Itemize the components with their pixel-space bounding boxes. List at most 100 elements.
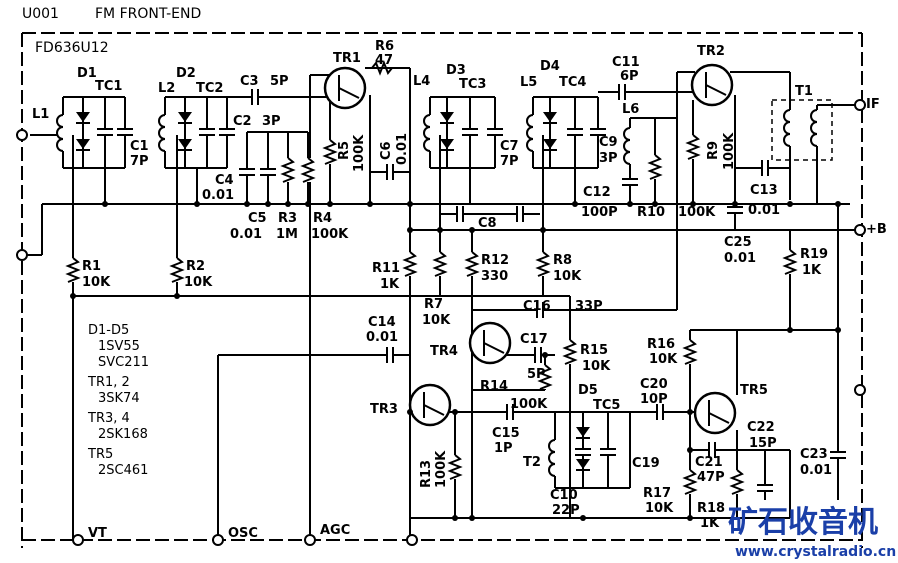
l4-coil-symbol-gap xyxy=(424,115,434,151)
terminal xyxy=(854,99,866,111)
r2-resistor-symbol xyxy=(169,257,185,283)
junction-dot xyxy=(540,227,546,233)
label-tc1: TC1 xyxy=(95,79,122,94)
junction-dot xyxy=(687,447,693,453)
tr1-symbol-lead xyxy=(338,87,360,99)
label-r8: R8 xyxy=(553,253,572,268)
label-c15: C15 xyxy=(492,426,520,441)
junction-dot xyxy=(469,515,475,521)
label-r13: R13 xyxy=(419,460,434,488)
label-tc2: TC2 xyxy=(196,81,223,96)
label-c25: C25 xyxy=(724,235,752,250)
r17-gap xyxy=(684,470,696,494)
t1-shield xyxy=(771,99,833,161)
r18-gap xyxy=(731,470,743,494)
junction-dot xyxy=(407,227,413,233)
label-r15: R15 xyxy=(580,343,608,358)
d5-diode-symbol xyxy=(576,427,590,437)
c22-capacitor-symbol-gap xyxy=(757,484,773,492)
parts-list-item: SVC211 xyxy=(98,355,149,370)
junction-dot xyxy=(652,201,658,207)
value-c12: 100P xyxy=(581,205,618,220)
tc2-trimmer-symbol-gap xyxy=(199,128,215,136)
value-c1: 7P xyxy=(130,154,149,169)
watermark-url: www.crystalradio.cn xyxy=(735,544,896,560)
junction-dot xyxy=(407,409,413,415)
value-r1: 10K xyxy=(82,275,111,290)
t2-coil-symbol xyxy=(548,439,556,477)
terminal-if-label: IF xyxy=(866,97,880,112)
label-c17: C17 xyxy=(520,332,548,347)
label-c6: C6 xyxy=(379,141,394,160)
c3-capacitor-symbol-gap xyxy=(251,89,259,105)
r19-gap xyxy=(784,250,796,274)
terminal xyxy=(304,534,316,546)
junction-dot xyxy=(572,201,578,207)
r7-gap xyxy=(434,252,446,276)
r2-gap xyxy=(171,258,183,282)
value-c20: 10P xyxy=(640,392,668,407)
label-r12: R12 xyxy=(481,253,509,268)
d1-diode-symbol xyxy=(76,139,90,149)
label-c8: C8 xyxy=(478,216,497,231)
label-tr2: TR2 xyxy=(697,44,725,59)
r1-resistor-symbol xyxy=(65,257,81,283)
value-r15: 10K xyxy=(582,359,611,374)
parts-list-item: TR1, 2 xyxy=(87,375,130,390)
label-tr5: TR5 xyxy=(740,383,768,398)
label-tr1: TR1 xyxy=(333,51,361,66)
junction-dot xyxy=(787,327,793,333)
label-r9: R9 xyxy=(706,141,721,160)
terminal xyxy=(854,224,866,236)
value-r16: 10K xyxy=(649,352,678,367)
junction-dot xyxy=(407,201,413,207)
c13-capacitor-symbol-gap xyxy=(761,160,769,176)
junction-dot xyxy=(835,201,841,207)
junction-dot xyxy=(469,227,475,233)
d3-diode-symbol xyxy=(440,112,454,122)
l2-coil-symbol xyxy=(158,114,166,152)
d5-diode-symbol xyxy=(576,459,590,469)
r10-gap xyxy=(649,155,661,179)
value-c22: 15P xyxy=(749,436,777,451)
junction-dot xyxy=(70,293,76,299)
value-r6: 47 xyxy=(375,53,393,68)
value-r8: 10K xyxy=(553,269,582,284)
r13-resistor-symbol xyxy=(447,454,463,480)
label-l5: L5 xyxy=(520,75,537,90)
r4-resistor-symbol xyxy=(300,157,316,183)
r11-resistor-symbol xyxy=(402,251,418,277)
label-c14: C14 xyxy=(368,315,396,330)
value-r19: 1K xyxy=(802,263,822,278)
r6-resistor-symbol xyxy=(371,60,393,76)
c11-capacitor-symbol-gap xyxy=(618,84,626,100)
value-c23: 0.01 xyxy=(800,463,832,478)
c5-capacitor-symbol-gap xyxy=(260,168,276,176)
c23-capacitor-symbol-gap xyxy=(830,451,846,459)
label-c7: C7 xyxy=(500,139,519,154)
value-r12: 330 xyxy=(481,269,508,284)
tc5-trimmer-symbol-gap xyxy=(575,448,591,456)
r3-gap xyxy=(282,158,294,182)
d4-diode-symbol xyxy=(543,139,557,149)
tr2-symbol-lead xyxy=(705,84,727,96)
label-tc3: TC3 xyxy=(459,77,486,92)
label-l1: L1 xyxy=(32,107,49,122)
t1-secondary-coil-symbol xyxy=(810,109,818,147)
tr1-symbol xyxy=(323,66,367,110)
junction-dot xyxy=(452,409,458,415)
label-r11: R11 xyxy=(372,261,400,276)
junction-dot xyxy=(787,201,793,207)
label-c21: C21 xyxy=(695,455,723,470)
c20-capacitor-symbol-gap xyxy=(656,404,664,420)
t1-primary-coil-symbol xyxy=(783,109,791,147)
label-c16: C16 xyxy=(523,299,551,314)
label-c13: C13 xyxy=(750,183,778,198)
value-c2: 3P xyxy=(262,114,281,129)
label-r7: R7 xyxy=(424,297,443,312)
symbols xyxy=(16,60,866,546)
r4-gap xyxy=(302,158,314,182)
value-c13: 0.01 xyxy=(748,203,780,218)
value-c17: 5P xyxy=(527,367,546,382)
